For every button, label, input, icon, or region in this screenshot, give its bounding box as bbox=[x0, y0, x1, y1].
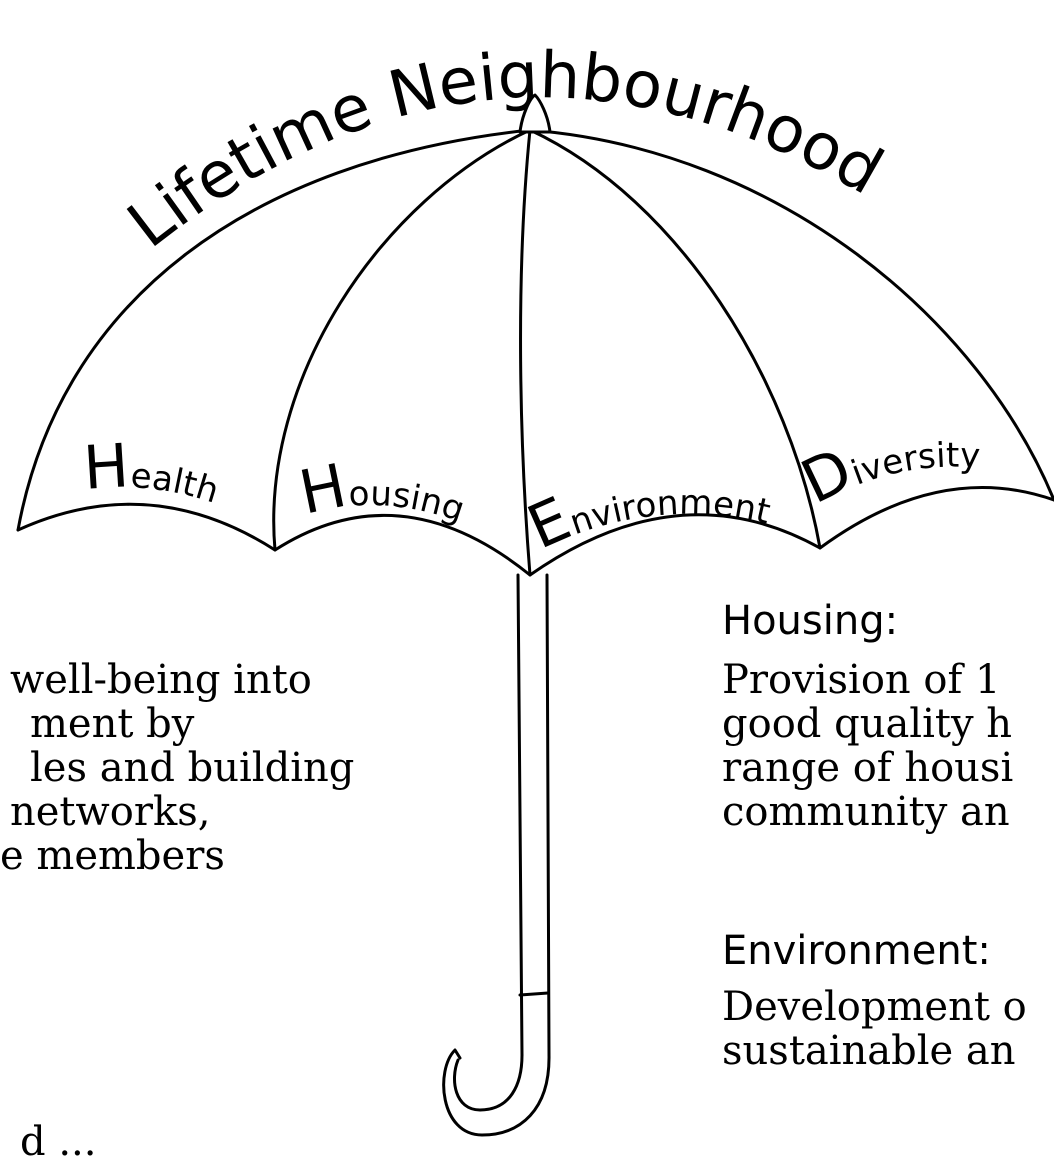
canopy-rib-2 bbox=[519, 128, 532, 577]
diagram-title: Lifetime Neighbourhood bbox=[115, 39, 895, 262]
housing-line: good quality h bbox=[722, 701, 1013, 747]
health-line: networks, bbox=[10, 789, 211, 835]
housing-heading: Housing: bbox=[722, 598, 899, 644]
panel-label-housing: Housing bbox=[294, 451, 470, 530]
health-line: d ... bbox=[20, 1119, 97, 1165]
health-line: ment by bbox=[30, 701, 195, 747]
umbrella-handle bbox=[442, 1048, 551, 1137]
environment-line: Development o bbox=[722, 984, 1027, 1030]
shaft-ring bbox=[518, 991, 550, 997]
health-line: les and building bbox=[30, 745, 355, 791]
housing-line: range of housi bbox=[722, 745, 1014, 791]
housing-description: Provision of 1 good quality h range of h… bbox=[722, 658, 1013, 834]
housing-line: Provision of 1 bbox=[722, 657, 1001, 703]
panel-label-health: Health bbox=[81, 431, 223, 511]
environment-line: sustainable an bbox=[722, 1028, 1016, 1074]
health-line: well-being into bbox=[10, 657, 312, 703]
environment-heading: Environment: bbox=[722, 928, 991, 974]
panel-label-diversity: Diversity bbox=[791, 435, 981, 518]
environment-description: Development o sustainable an bbox=[722, 985, 1027, 1073]
health-line: e members bbox=[0, 833, 225, 879]
health-description-cut: d ... bbox=[20, 1120, 96, 1164]
housing-line: community an bbox=[722, 789, 1010, 835]
umbrella-shaft bbox=[516, 573, 551, 1057]
canopy-rib-3 bbox=[528, 128, 822, 550]
canopy-rib-1 bbox=[272, 128, 532, 552]
umbrella-tip bbox=[518, 93, 552, 134]
panel-label-environment: Environment bbox=[518, 483, 774, 564]
health-description: well-being into ment by les and building… bbox=[0, 658, 354, 878]
